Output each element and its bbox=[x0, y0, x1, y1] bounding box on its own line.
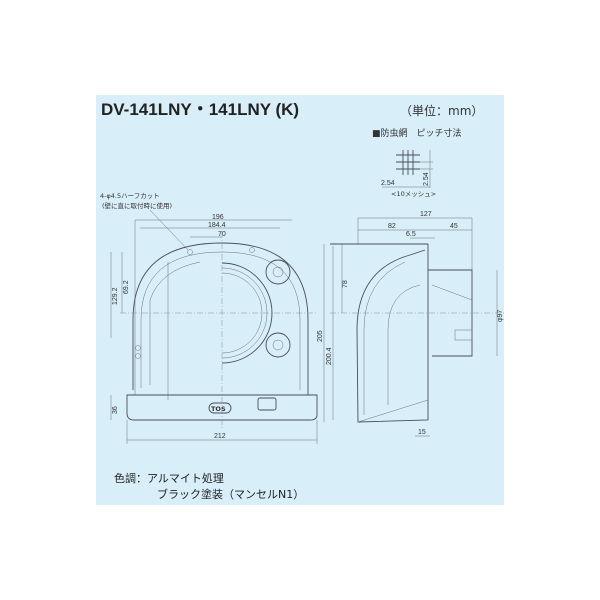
latch bbox=[257, 397, 277, 411]
mesh-heading: ■防虫網 ピッチ寸法 bbox=[372, 127, 462, 139]
side-dim-82: 82 bbox=[388, 223, 396, 230]
side-dim-15: 15 bbox=[418, 429, 426, 436]
side-dim-200-4: 200.4 bbox=[326, 347, 333, 365]
side-dim-6-5: 6.5 bbox=[406, 231, 416, 238]
mesh-pitch-v: 2.54 bbox=[423, 172, 430, 186]
drawing-panel bbox=[96, 95, 504, 505]
logo-badge bbox=[208, 402, 232, 414]
unit-label: （単位：mm） bbox=[400, 103, 483, 118]
side-dim-127: 127 bbox=[420, 211, 432, 218]
side-dim-45: 45 bbox=[450, 223, 458, 230]
front-view: 4-φ4.5ハーフカット (壁に直に取付時に使用) 196 184.4 70 T… bbox=[100, 192, 318, 444]
side-dim-78: 78 bbox=[342, 280, 349, 288]
mesh-pitch-h: 2.54 bbox=[381, 180, 395, 187]
mesh-grid-icon bbox=[396, 150, 420, 175]
hole-note-2: (壁に直に取付時に使用) bbox=[102, 201, 172, 210]
side-view: 205 200.4 78 127 82 45 6.5 φ97 15 bbox=[317, 211, 505, 437]
dim-184-4: 184.4 bbox=[208, 222, 226, 229]
dim-212: 212 bbox=[214, 433, 226, 440]
dim-196: 196 bbox=[212, 214, 224, 221]
side-dim-205: 205 bbox=[317, 330, 324, 342]
hole-note-1: 4-φ4.5ハーフカット bbox=[100, 192, 160, 200]
dim-129-2: 129.2 bbox=[112, 287, 119, 305]
dim-69-2: 69.2 bbox=[123, 280, 130, 294]
model-title: DV-141LNY・141LNY (K) bbox=[101, 100, 299, 119]
color-note-label: 色調：アルマイト処理 bbox=[114, 471, 224, 485]
dim-36: 36 bbox=[112, 406, 119, 414]
mount-boss-bottom bbox=[265, 332, 291, 358]
mount-boss-top bbox=[265, 259, 291, 285]
color-note-line2: ブラック塗装（マンセルN1） bbox=[157, 487, 304, 501]
mesh-pitch-inset: ■防虫網 ピッチ寸法 2.54 2.54 <10メッシュ> bbox=[372, 127, 462, 198]
side-dim-97: φ97 bbox=[497, 310, 504, 322]
mesh-caption: <10メッシュ> bbox=[391, 190, 436, 198]
logo-text: TOS bbox=[211, 405, 226, 413]
